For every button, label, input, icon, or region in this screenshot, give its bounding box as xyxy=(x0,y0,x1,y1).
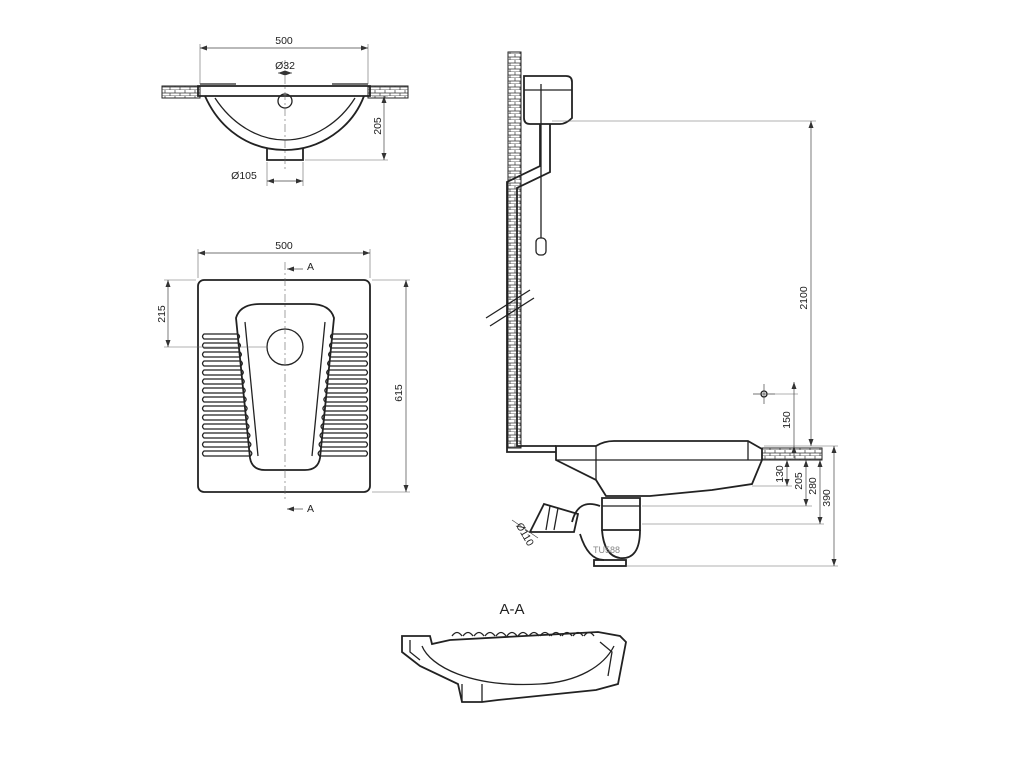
wall-right-top xyxy=(367,85,409,99)
rib-left xyxy=(201,432,251,439)
floor-brick-right xyxy=(761,447,823,461)
side-pan xyxy=(555,440,763,497)
dim-280: 280 xyxy=(807,477,819,495)
rib-right xyxy=(326,369,369,376)
flush-pipe xyxy=(506,124,556,453)
rib-left xyxy=(201,369,244,376)
rib-left xyxy=(201,405,248,412)
rib-left xyxy=(201,351,243,358)
plan-offset-label: 215 xyxy=(156,305,168,323)
wall xyxy=(507,51,522,449)
trap xyxy=(601,497,641,531)
foot-ribs-right xyxy=(317,333,369,457)
section-title: A-A xyxy=(499,601,524,618)
outlet-diameter-label: Ø105 xyxy=(231,170,257,182)
dim-205: 205 xyxy=(793,472,805,490)
foot-ribs-left xyxy=(201,333,253,457)
rib-right xyxy=(323,396,369,403)
section-marker-top: A xyxy=(307,261,314,273)
trap-foot xyxy=(593,559,627,567)
outlet-elbow xyxy=(528,502,580,533)
rib-right xyxy=(329,333,369,340)
rib-left xyxy=(201,423,250,430)
section-rib xyxy=(517,631,529,637)
bowl-outline xyxy=(204,95,365,151)
plan-length-label: 615 xyxy=(393,384,405,402)
rib-left xyxy=(201,360,243,367)
model-label: TU588 xyxy=(593,545,620,555)
dim-130: 130 xyxy=(774,465,786,483)
pan-well xyxy=(235,303,335,471)
rib-right xyxy=(328,342,369,349)
rib-right xyxy=(327,360,369,367)
section-rib xyxy=(528,631,540,637)
section-rib xyxy=(451,631,463,637)
section-rib xyxy=(583,631,595,637)
rib-right xyxy=(321,414,369,421)
wall-inlet-label: 150 xyxy=(781,411,793,429)
rib-left xyxy=(201,441,252,448)
plan-view: A A 500 215 615 xyxy=(156,240,410,515)
top-view: 500 Ø32 205 Ø105 xyxy=(161,35,409,186)
dim-390: 390 xyxy=(821,489,833,507)
rib-left xyxy=(201,414,249,421)
rib-right xyxy=(322,405,369,412)
section-ribs xyxy=(451,631,595,637)
section-rib xyxy=(550,631,562,637)
section-view: A-A xyxy=(401,601,627,703)
section-profile xyxy=(401,631,627,703)
rib-right xyxy=(327,351,369,358)
top-width-label: 500 xyxy=(275,35,293,47)
wall-left-top xyxy=(161,85,201,99)
rib-left xyxy=(201,342,242,349)
rib-left xyxy=(201,387,246,394)
section-rib xyxy=(506,631,518,637)
rib-left xyxy=(201,396,247,403)
section-rib xyxy=(539,631,551,637)
section-marker-bottom: A xyxy=(307,503,314,515)
section-rib xyxy=(495,631,507,637)
rib-left xyxy=(201,378,245,385)
rib-right xyxy=(317,450,369,457)
height-2100-label: 2100 xyxy=(798,286,810,310)
section-rib xyxy=(473,631,485,637)
hole-diameter-label: Ø32 xyxy=(275,60,295,72)
rib-left xyxy=(201,450,253,457)
rib-right xyxy=(318,441,369,448)
rib-right xyxy=(325,378,369,385)
cistern xyxy=(523,75,573,125)
top-depth-label: 205 xyxy=(372,117,384,135)
pull-chain-handle xyxy=(535,237,547,256)
rib-right xyxy=(320,423,369,430)
rib-left xyxy=(201,333,241,340)
side-view: 2100 150 130 205 280 390 Ø110 TU588 xyxy=(485,51,838,567)
plan-width-label: 500 xyxy=(275,240,293,252)
pan-outline xyxy=(197,279,371,493)
section-rib xyxy=(484,631,496,637)
rib-right xyxy=(324,387,369,394)
section-rib xyxy=(462,631,474,637)
section-rib xyxy=(561,631,573,637)
rib-right xyxy=(319,432,369,439)
section-rib xyxy=(572,631,584,637)
